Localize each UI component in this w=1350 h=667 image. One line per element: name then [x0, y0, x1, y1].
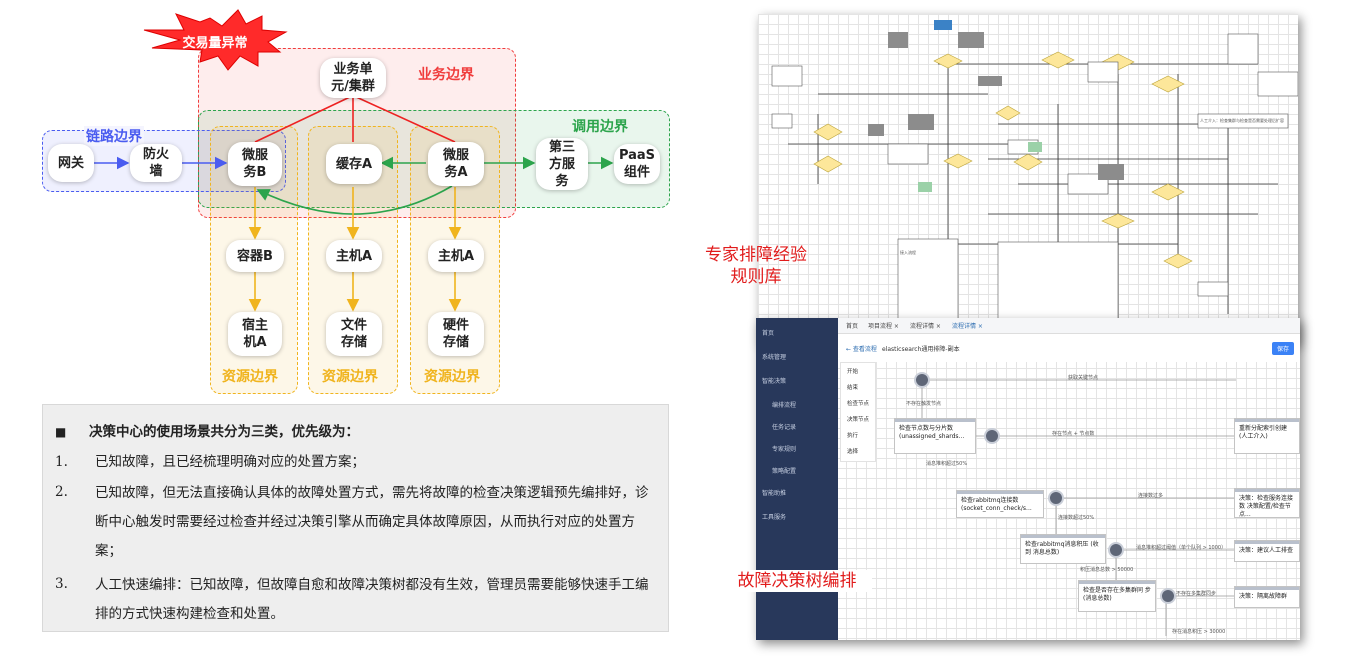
- call-boundary-label: 调用边界: [572, 119, 628, 135]
- edge-label: 存在节点 + 节点数: [1052, 431, 1095, 437]
- action-node-card[interactable]: 决策：隔离故障群: [1234, 586, 1300, 608]
- decision-node-icon: [1108, 542, 1124, 558]
- edge-label: 获取关键节点: [1068, 375, 1099, 381]
- tab-home[interactable]: 首页: [846, 323, 859, 330]
- third-party-node: 第三 方服 务: [536, 138, 588, 190]
- tab-bar: 首页 项目流程 × 流程详情 × 流程详情 ×: [838, 318, 1300, 334]
- edge-label: 连接数过多: [1138, 493, 1164, 499]
- save-button[interactable]: 保存: [1271, 342, 1294, 355]
- sidebar-item-decision[interactable]: 智能决策: [762, 378, 787, 385]
- sidebar-item-system[interactable]: 系统管理: [762, 354, 787, 361]
- rule-library-caption: 专家排障经验 规则库: [705, 245, 807, 287]
- palette-check[interactable]: 检查节点: [847, 401, 870, 407]
- node-palette: 开始 结束 检查节点 决策节点 执行 选择: [840, 362, 876, 462]
- check-node-card[interactable]: 检查节点数与分片数 (unassigned_shards...: [894, 418, 976, 454]
- sidebar-item-rules[interactable]: 专家规则: [772, 446, 797, 453]
- cache-a-node: 缓存A: [326, 144, 382, 184]
- start-node-icon: [914, 372, 930, 388]
- svg-text:人工介入：检查集群与检查是否需要处理后扩容: 人工介入：检查集群与检查是否需要处理后扩容: [1200, 117, 1284, 123]
- decision-node-icon: [1048, 490, 1064, 506]
- host-a-node-2: 主机A: [428, 240, 484, 272]
- action-node-card[interactable]: 决策：检查服务连接数 决策配置/检查节点...: [1234, 488, 1300, 518]
- host-a-node-1: 主机A: [326, 240, 382, 272]
- resource-boundary-label-1: 资源边界: [222, 369, 278, 385]
- check-node-card[interactable]: 检查rabbitmq消息积压 (收到 消息总数): [1020, 534, 1106, 564]
- tab-project-flow[interactable]: 项目流程 ×: [868, 323, 899, 330]
- sidebar-item-assist[interactable]: 智能助推: [762, 490, 787, 497]
- edge-label: 不存在多集群同步: [1176, 591, 1217, 597]
- action-node-card[interactable]: 决策：建议人工排查: [1234, 540, 1300, 562]
- decision-tree-caption: 故障决策树编排: [722, 570, 872, 592]
- paas-node: PaaS 组件: [614, 144, 660, 184]
- business-boundary-label: 业务边界: [418, 67, 474, 83]
- firewall-node: 防火 墙: [130, 144, 182, 182]
- sidebar-item-home[interactable]: 首页: [762, 330, 775, 337]
- gateway-node: 网关: [48, 144, 94, 182]
- tab-flow-detail-2[interactable]: 流程详情 ×: [952, 323, 983, 330]
- editor-header: ← 查看流程 elasticsearch通用排障-副本 保存: [838, 334, 1300, 362]
- hardware-storage-node: 硬件 存储: [428, 312, 484, 356]
- action-node-card[interactable]: 重新分配索引创建 (人工介入): [1234, 418, 1300, 454]
- scenario-panel: ■ 决策中心的使用场景共分为三类，优先级为： 1. 已知故障，且已经梳理明确对应…: [42, 404, 669, 632]
- edge-label: 存在消息积压 > 30000: [1172, 629, 1226, 635]
- edge-microservice-a-to-b-curve: [256, 185, 453, 215]
- rule-library-screenshot: 人工介入：检查集群与检查是否需要处理后扩容 接入流程: [758, 14, 1298, 344]
- check-node-card[interactable]: 检查是否存在多集群同 步 (消息总数): [1078, 580, 1156, 612]
- flow-title: elasticsearch通用排障-副本: [882, 346, 960, 353]
- microservice-a-node: 微服 务A: [428, 142, 484, 186]
- palette-start[interactable]: 开始: [847, 369, 859, 375]
- resource-boundary-label-2: 资源边界: [322, 369, 378, 385]
- edge-unit-to-microservice-b: [254, 95, 353, 143]
- diagram-connectors: [94, 9, 614, 312]
- palette-select[interactable]: 选择: [847, 449, 859, 455]
- edge-label: 连接数超过50%: [1058, 515, 1095, 521]
- palette-decision[interactable]: 决策节点: [847, 417, 870, 423]
- tab-flow-detail-1[interactable]: 流程详情 ×: [910, 323, 941, 330]
- alert-starburst: [143, 9, 288, 71]
- sidebar-item-flow[interactable]: 编排流程: [772, 402, 797, 409]
- physical-host-a-node: 宿主 机A: [228, 312, 282, 356]
- architecture-diagram: 交易量异常 业务边界 调用边界 链路边界 资源边界 资源边界 资源边界 业务单 …: [0, 0, 690, 400]
- decision-node-icon: [1160, 588, 1176, 604]
- business-unit-node: 业务单 元/集群: [320, 58, 386, 98]
- flowchart-lines: 人工介入：检查集群与检查是否需要处理后扩容 接入流程: [771, 20, 1298, 343]
- container-b-node: 容器B: [226, 240, 284, 272]
- file-storage-node: 文件 存储: [326, 312, 382, 356]
- scenario-title: 决策中心的使用场景共分为三类，优先级为：: [89, 424, 359, 440]
- palette-end[interactable]: 结束: [847, 385, 859, 391]
- sidebar-item-tasks[interactable]: 任务记录: [772, 424, 797, 431]
- check-node-card[interactable]: 检查rabbitmq连接数 (socket_conn_check/s...: [956, 490, 1044, 518]
- resource-boundary-label-3: 资源边界: [424, 369, 480, 385]
- link-boundary-label: 链路边界: [84, 126, 144, 146]
- palette-exec[interactable]: 执行: [847, 433, 859, 439]
- microservice-b-node: 微服 务B: [228, 142, 282, 186]
- edge-unit-to-microservice-a: [353, 95, 456, 143]
- edge-label: 不存在触发节点: [906, 401, 942, 407]
- svg-text:接入流程: 接入流程: [900, 249, 916, 255]
- back-link[interactable]: ← 查看流程: [846, 346, 877, 353]
- edge-label: 积压消息总数 > 50000: [1080, 567, 1134, 573]
- sidebar-item-policy[interactable]: 策略配置: [772, 468, 797, 475]
- alert-label: 交易量异常: [182, 36, 248, 51]
- edge-label: 消息堆积超过50%: [926, 461, 968, 467]
- sidebar-item-tools[interactable]: 工具服务: [762, 514, 787, 521]
- decision-node-icon: [984, 428, 1000, 444]
- edge-label: 消息堆积超过阈值（单个队列 > 1000）: [1136, 545, 1227, 551]
- square-bullet-icon: ■: [55, 425, 67, 439]
